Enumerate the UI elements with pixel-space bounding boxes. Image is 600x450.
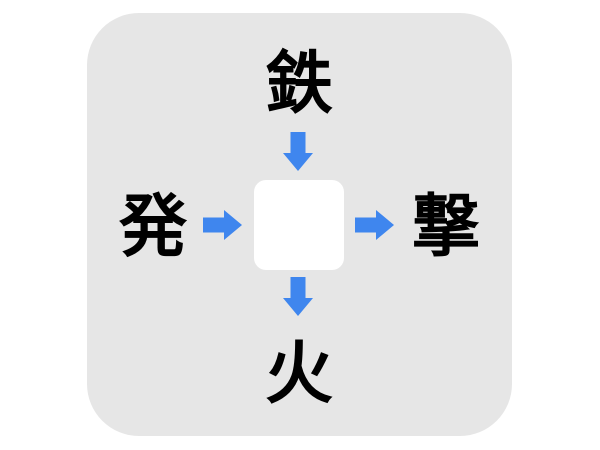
arrow-right-icon (355, 210, 394, 240)
kanji-right: 撃 (411, 188, 480, 267)
kanji-bottom: 火 (264, 335, 333, 414)
arrow-down-icon (283, 132, 313, 171)
kanji-left: 発 (118, 188, 187, 267)
arrow-right-icon (203, 210, 242, 240)
answer-box[interactable] (254, 180, 344, 270)
kanji-top: 鉄 (264, 45, 333, 124)
arrow-down-icon (283, 277, 313, 316)
